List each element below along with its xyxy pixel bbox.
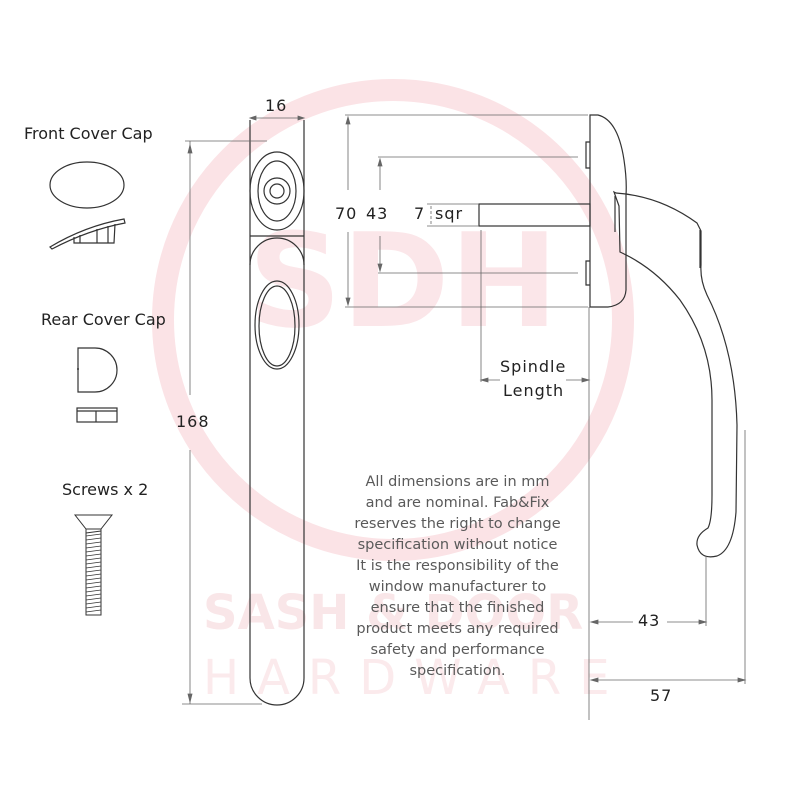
note-line: reserves the right to change (354, 516, 561, 532)
front-cover-cap-label: Front Cover Cap (24, 124, 153, 143)
dimension-label-fixing-centres: 43 (366, 204, 389, 223)
note-line: window manufacturer to (368, 579, 547, 595)
dimension-label-overall-projection: 57 (650, 686, 673, 705)
note-line: specification. (409, 663, 506, 679)
dimension-label-handle-length: 168 (176, 412, 210, 431)
handle-side-view-lever (612, 190, 738, 558)
dimension-spindle-length (479, 230, 591, 720)
rear-cover-cap-top-view (77, 347, 118, 393)
rear-cover-cap-side-view (76, 407, 118, 423)
dimension-handle-width (248, 115, 306, 121)
dimension-label-spindle-length-2: Length (503, 381, 565, 400)
front-cover-cap-side-view (49, 218, 126, 250)
note-line: specification without notice (357, 537, 558, 553)
dimension-overall-projection (589, 430, 747, 684)
dimension-label-spindle-size: 7 (414, 204, 426, 223)
note-line: and are nominal. Fab&Fix (365, 495, 550, 511)
disclaimer-note: All dimensions are in mm and are nominal… (330, 472, 585, 682)
dimension-label-backplate-height: 70 (335, 204, 358, 223)
rear-cover-cap-label: Rear Cover Cap (41, 310, 166, 329)
note-line: All dimensions are in mm (365, 474, 550, 490)
dimension-fixing-centres (377, 156, 578, 274)
dimension-label-handle-width: 16 (265, 96, 288, 115)
watermark-line1: SASH & DOOR (203, 585, 584, 641)
handle-side-view-backplate (585, 114, 627, 308)
note-line: safety and performance (370, 642, 545, 658)
dimension-backplate-height (345, 114, 588, 308)
screws-label: Screws x 2 (62, 480, 149, 499)
handle-front-view (249, 120, 305, 706)
dimension-label-lever-reach: 43 (638, 611, 661, 630)
dimension-spindle-size (427, 203, 479, 227)
note-line: It is the responsibility of the (356, 558, 559, 574)
dimension-label-spindle-unit: sqr (435, 204, 464, 223)
front-cover-cap-top-view (49, 161, 125, 209)
dimension-label-spindle-length-1: Spindle (500, 357, 567, 376)
screw-icon (73, 514, 114, 616)
watermark-line2: HARDWARE (203, 650, 628, 706)
note-line: product meets any required (356, 621, 559, 637)
dimension-lever-reach (589, 556, 708, 626)
note-line: ensure that the finished (370, 600, 545, 616)
spindle (478, 203, 591, 227)
watermark-monogram: SDH (248, 205, 559, 357)
dimension-handle-length (182, 140, 267, 705)
